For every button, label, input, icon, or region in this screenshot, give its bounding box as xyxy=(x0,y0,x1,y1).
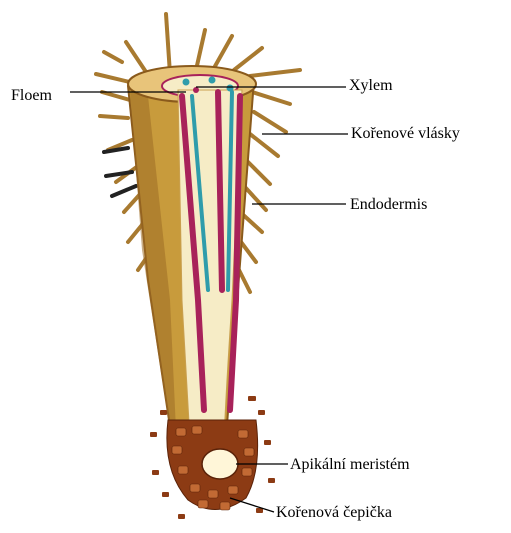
dark-hairs xyxy=(104,148,136,196)
label-xylem: Xylem xyxy=(349,78,393,94)
label-root-cap: Kořenová čepička xyxy=(276,505,392,521)
label-endodermis: Endodermis xyxy=(350,197,427,213)
apical-meristem xyxy=(202,449,238,479)
label-apical-meristem: Apikální meristém xyxy=(290,457,410,473)
label-floem: Floem xyxy=(11,88,52,104)
label-root-hairs: Kořenové vlásky xyxy=(351,126,460,142)
